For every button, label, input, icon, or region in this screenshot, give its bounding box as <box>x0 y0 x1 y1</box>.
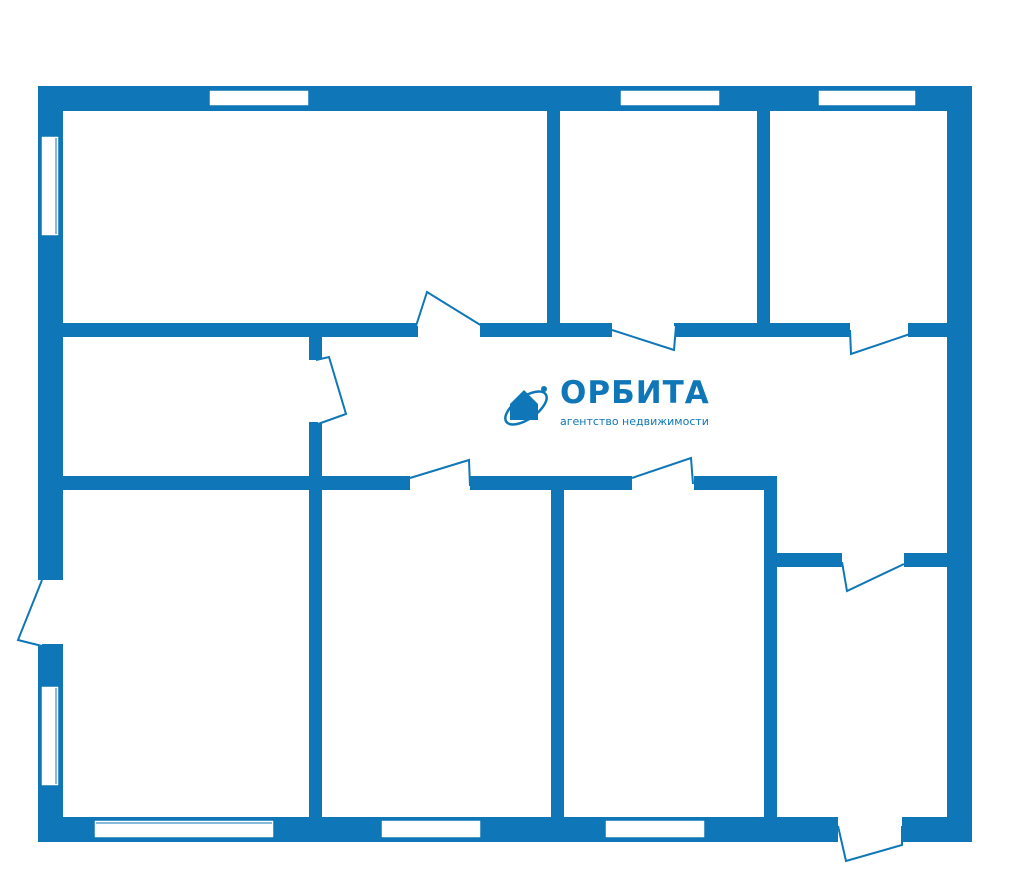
window-bottom-2 <box>380 819 482 839</box>
door-4 <box>315 355 348 425</box>
window-left-2 <box>40 685 60 787</box>
wall-top <box>38 86 972 111</box>
doors <box>16 290 911 863</box>
window-top-1 <box>208 89 310 107</box>
logo-tagline: агентство недвижимости <box>560 415 709 428</box>
window-top-2 <box>619 89 721 107</box>
windows <box>40 89 917 839</box>
wall-h-upper <box>60 323 950 337</box>
wall-v-mid-2 <box>764 476 777 820</box>
window-top-3 <box>817 89 917 107</box>
door-9 <box>837 825 903 863</box>
door-5 <box>409 458 471 487</box>
wall-v-top-1 <box>547 108 560 328</box>
door-7 <box>841 561 905 593</box>
wall-right <box>947 86 972 842</box>
house-orbit-icon <box>504 386 548 426</box>
door-1 <box>415 290 483 327</box>
logo-name: ОРБИТА <box>560 375 710 411</box>
window-bottom-3 <box>604 819 706 839</box>
door-3 <box>849 329 911 356</box>
agency-logo: ОРБИТА агентство недвижимости <box>500 376 740 436</box>
wall-v-mid-1 <box>551 488 564 820</box>
door-8 <box>16 579 43 647</box>
door-2 <box>611 325 677 352</box>
wall-v-top-2 <box>757 108 770 328</box>
outer-walls <box>38 86 972 842</box>
interior-walls <box>60 108 950 820</box>
window-bottom-1 <box>93 819 275 839</box>
window-left-1 <box>40 135 60 237</box>
door-6 <box>631 456 694 485</box>
wall-v-left-small <box>309 335 322 820</box>
door-gaps <box>36 321 908 844</box>
